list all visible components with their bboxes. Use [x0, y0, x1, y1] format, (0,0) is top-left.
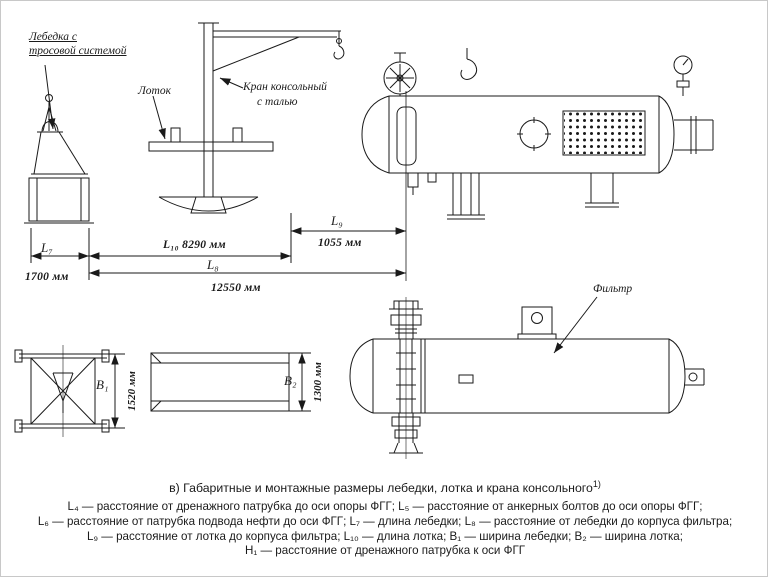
winch-callout-line1: Лебедка с	[29, 31, 77, 43]
vessel-top-view	[361, 48, 714, 220]
tray-plan-view	[150, 352, 290, 412]
tray-leader-line	[152, 95, 166, 140]
handwheel-valve	[383, 52, 417, 96]
dimension-lines-bottom	[107, 352, 311, 429]
dim-b2-name: B₂	[284, 373, 297, 388]
dimension-lines-top	[30, 91, 407, 281]
dim-l10-label: L₁₀ 8290 мм	[163, 239, 226, 251]
dim-l8-name: L₈	[207, 257, 219, 272]
legend-line-2: L₆ — расстояние от патрубка подвода нефт…	[37, 514, 733, 528]
dim-b2-value: 1300 мм	[312, 362, 324, 402]
filter-callout: Фильтр	[593, 283, 633, 295]
winch-leader-line	[44, 64, 56, 130]
dim-l9-value: 1055 мм	[318, 237, 362, 249]
winch-front-view	[24, 64, 94, 224]
hook-fitting	[460, 48, 478, 80]
tray-callout: Лоток	[138, 85, 171, 97]
legend: L₄ — расстояние от дренажного патрубка д…	[1, 500, 767, 559]
filter-view	[349, 296, 705, 459]
figure-caption-footnote-ref: 1)	[592, 479, 601, 489]
dim-l10-name: L₁₀	[163, 239, 179, 251]
crane-leader-line	[219, 77, 244, 89]
dim-l9-name: L₉	[331, 213, 343, 228]
crane-tray-view	[148, 22, 345, 214]
dim-l10-value: 8290 мм	[182, 239, 226, 251]
dim-l7-name: L₇	[41, 240, 53, 255]
dim-l7-value: 1700 мм	[25, 271, 69, 283]
figure-caption: в) Габаритные и монтажные размеры лебедк…	[1, 479, 767, 496]
perforated-plate	[564, 112, 644, 154]
legend-line-3: L₉ — расстояние от лотка до корпуса филь…	[87, 529, 683, 543]
dim-l8-value: 12550 мм	[211, 282, 261, 294]
figure-caption-text: в) Габаритные и монтажные размеры лебедк…	[169, 481, 593, 496]
crane-callout-line2: с талью	[257, 96, 298, 108]
winch-callout-line2: тросовой системой	[29, 45, 127, 57]
winch-plan-view	[14, 345, 110, 437]
dim-b1-name: B₁	[96, 377, 109, 392]
dim-b1-value: 1520 мм	[126, 371, 138, 411]
filter-leader-line	[553, 296, 598, 354]
legend-line-4: H₁ — расстояние от дренажного патрубка к…	[244, 544, 526, 558]
pressure-gauge	[673, 55, 693, 96]
crane-callout-line1: Кран консольный	[243, 81, 327, 93]
legend-line-1: L₄ — расстояние от дренажного патрубка д…	[67, 500, 703, 513]
